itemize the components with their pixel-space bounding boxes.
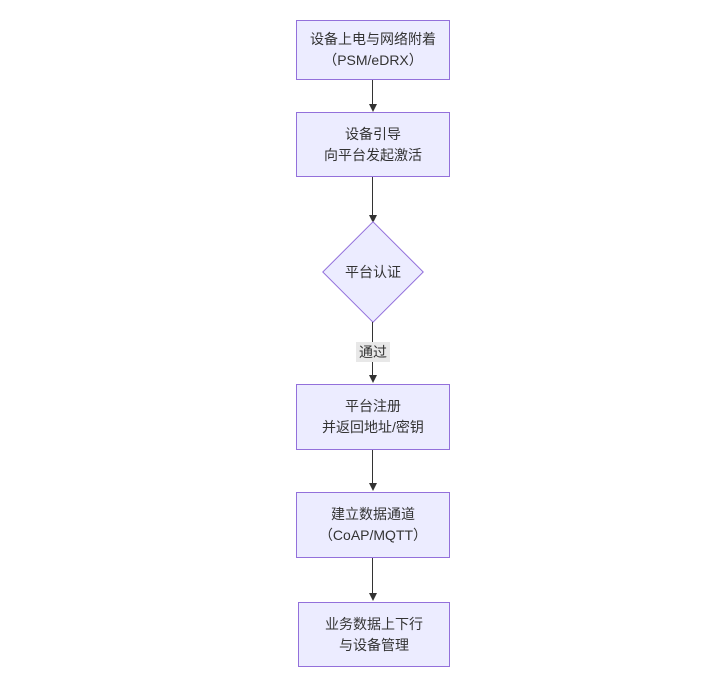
arrowhead-down-icon — [368, 215, 377, 223]
edge-arrow-a-b — [368, 80, 377, 112]
edge-line — [372, 80, 373, 104]
arrowhead-down-icon — [368, 375, 377, 383]
flowchart-node-bootstrap-activate: 设备引导 向平台发起激活 — [296, 112, 450, 177]
arrowhead-down-icon — [368, 483, 377, 491]
flowchart-node-business-data-mgmt: 业务数据上下行 与设备管理 — [298, 602, 450, 667]
node-text-line: （CoAP/MQTT） — [318, 527, 428, 543]
node-text-line: 并返回地址/密钥 — [322, 419, 424, 435]
flowchart-node-data-channel: 建立数据通道 （CoAP/MQTT） — [296, 492, 450, 558]
node-text-line: 设备引导 — [345, 125, 401, 142]
edge-label-pass: 通过 — [356, 342, 390, 362]
edge-line — [372, 177, 373, 215]
flowchart-node-platform-register: 平台注册 并返回地址/密钥 — [296, 384, 450, 450]
node-text-line: 平台注册 — [345, 398, 401, 414]
node-text-line: 向平台发起激活 — [324, 146, 422, 163]
decision-label: 平台认证 — [345, 264, 401, 280]
edge-line — [372, 558, 373, 593]
edge-arrow-b-c — [368, 177, 377, 223]
arrowhead-down-icon — [368, 104, 377, 112]
node-text-line: （PSM/eDRX） — [323, 52, 423, 68]
arrowhead-down-icon — [368, 593, 377, 601]
node-text-line: 建立数据通道 — [331, 506, 415, 522]
node-text-line: 设备上电与网络附着 — [310, 31, 436, 47]
node-text-line: 与设备管理 — [339, 636, 409, 653]
edge-arrow-d-e — [368, 450, 377, 491]
node-text-line: 业务数据上下行 — [325, 615, 423, 632]
edge-arrow-e-f — [368, 558, 377, 601]
edge-line — [372, 450, 373, 483]
flowchart-node-power-on-attach: 设备上电与网络附着 （PSM/eDRX） — [296, 20, 450, 80]
